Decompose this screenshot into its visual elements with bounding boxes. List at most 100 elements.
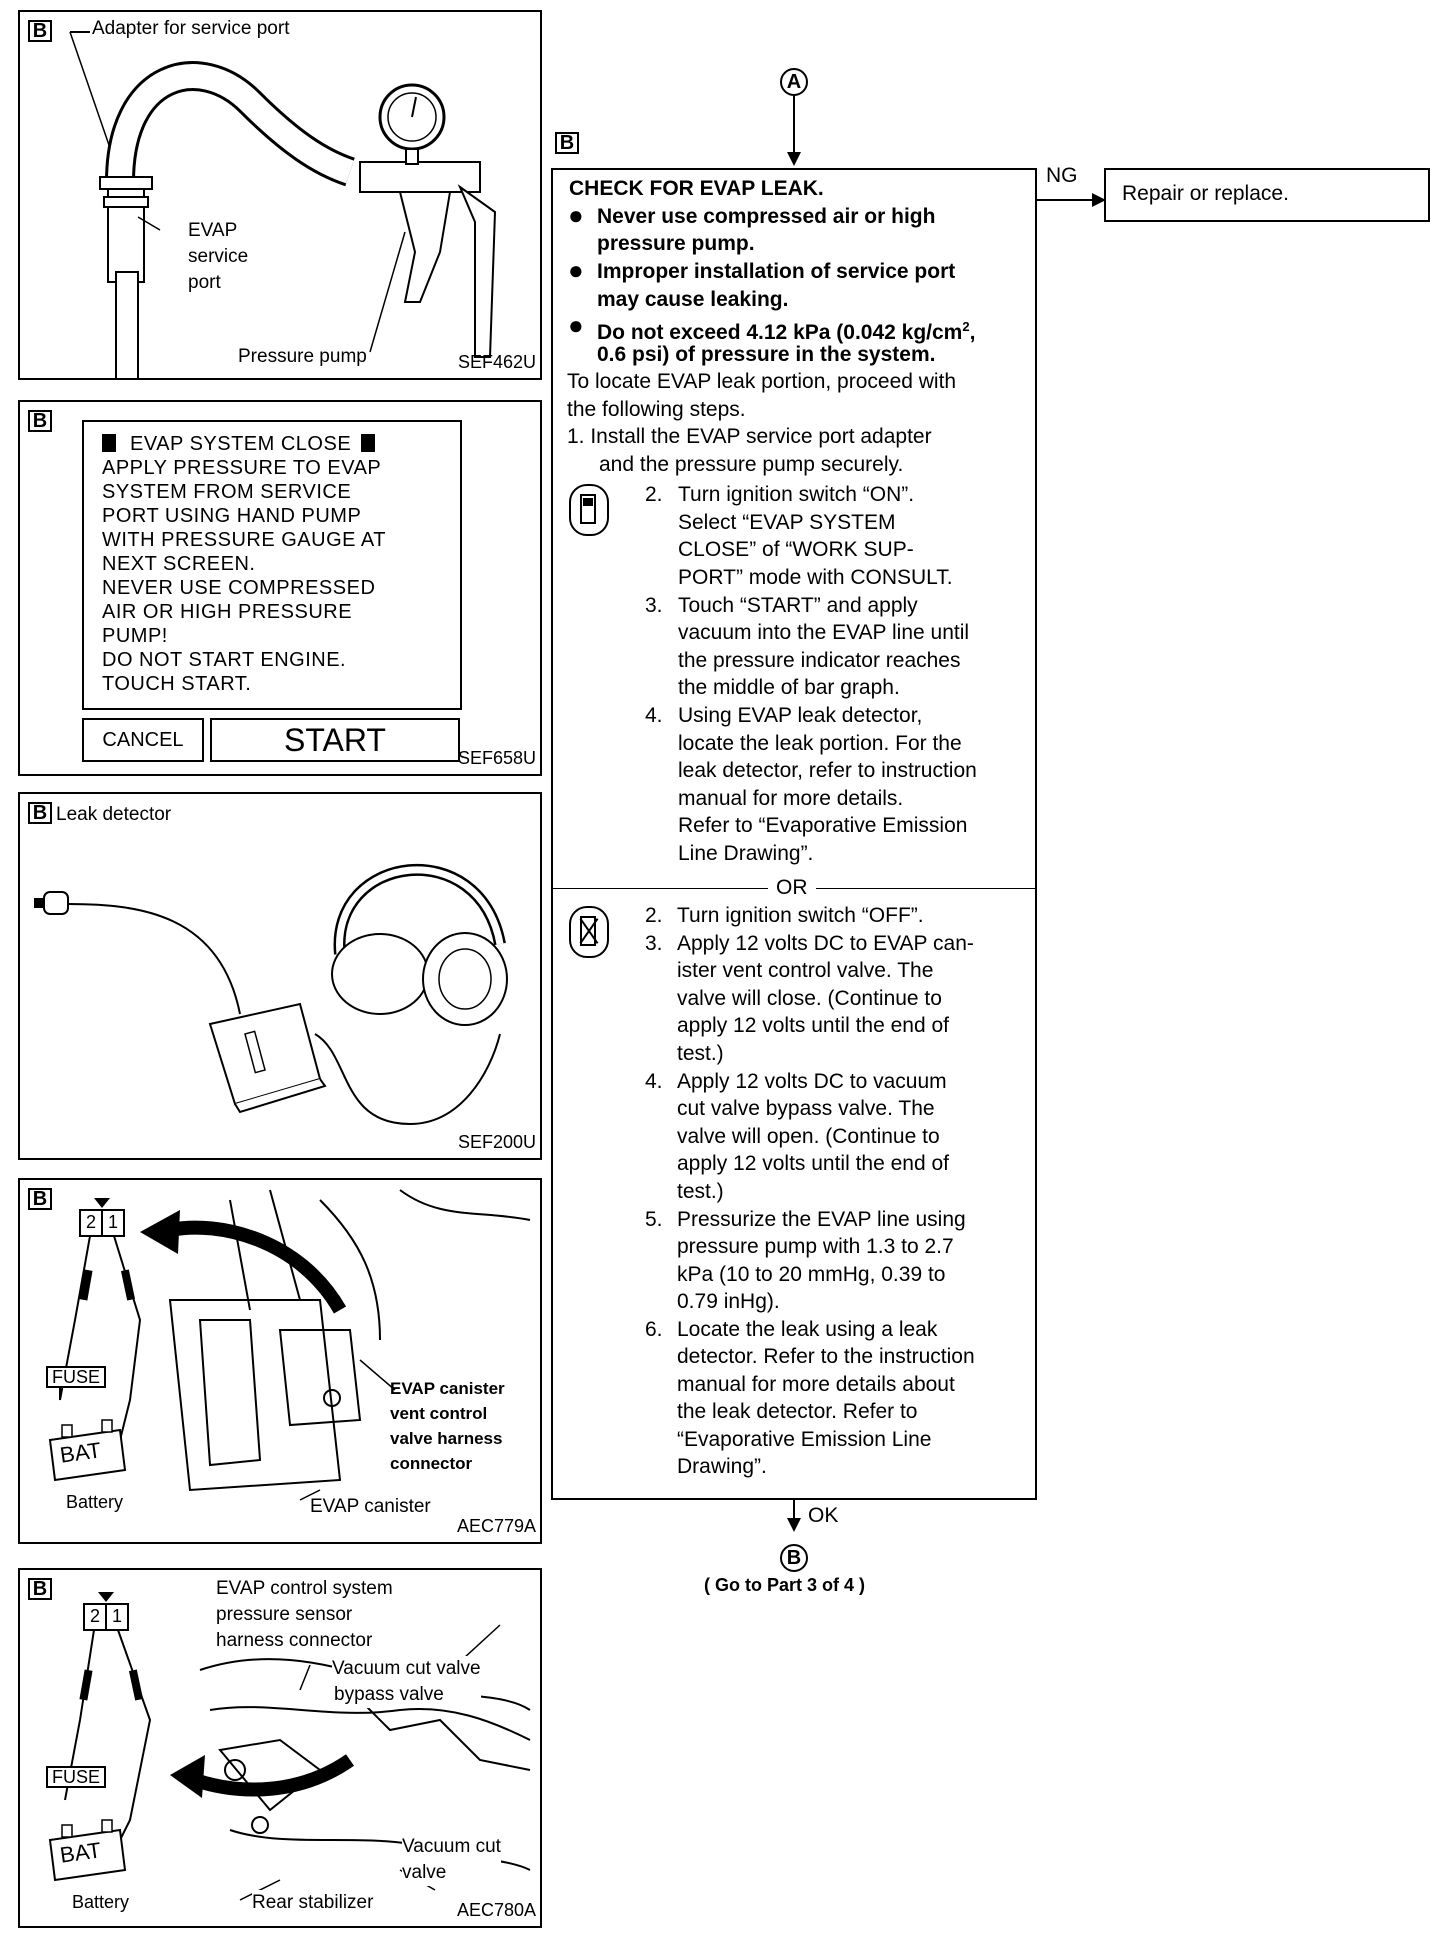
vent-valve-connector-label: EVAP canister vent control valve harness… <box>390 1379 505 1473</box>
step-text: kPa (10 to 20 mmHg, 0.39 to <box>677 1263 946 1286</box>
figure-code: AEC780A <box>456 1900 536 1920</box>
connector-a: A <box>780 68 808 96</box>
repair-box: Repair or replace. <box>1104 168 1430 222</box>
ng-label: NG <box>1046 164 1078 187</box>
step-text: detector. Refer to the instruction <box>677 1345 975 1368</box>
pressure-pump-label: Pressure pump <box>238 346 367 367</box>
step-text: ister vent control valve. The <box>677 959 934 982</box>
consult-screen: EVAP SYSTEM CLOSE APPLY PRESSURE TO EVAP… <box>82 420 462 710</box>
ok-label: OK <box>808 1504 839 1527</box>
step-text: locate the leak portion. For the <box>678 732 962 755</box>
screen-title: EVAP SYSTEM CLOSE <box>102 432 442 456</box>
section-badge: B <box>28 20 52 42</box>
step-text: pressure pump with 1.3 to 2.7 <box>677 1235 954 1258</box>
step-1: 1. Install the EVAP service port adapter <box>567 425 932 448</box>
step-text: Using EVAP leak detector, <box>678 704 923 727</box>
section-badge: B <box>28 410 52 432</box>
section-badge: B <box>28 1578 52 1600</box>
step-text: 0.79 inHg). <box>677 1290 780 1313</box>
leak-detector-illustration <box>34 863 508 1126</box>
step-text: cut valve bypass valve. The <box>677 1097 935 1120</box>
screen-line: APPLY PRESSURE TO EVAP <box>102 457 382 479</box>
step-text: Pressurize the EVAP line using <box>677 1208 966 1231</box>
screen-line: NEXT SCREEN. <box>102 553 256 575</box>
panel-leak-detector: B Leak detector SEF200U <box>18 792 542 1160</box>
check-evap-leak-box <box>551 168 1037 1500</box>
battery-label: Battery <box>66 1492 124 1512</box>
figure-code: SEF462U <box>457 352 536 372</box>
fuse-label: FUSE <box>46 1366 107 1388</box>
no-consult-icon <box>569 906 609 958</box>
vacuum-cut-bypass-label: Vacuum cut valve bypass valve <box>332 1656 481 1708</box>
pin-1-label: 1 <box>108 1212 119 1232</box>
intro-text: the following steps. <box>567 398 746 421</box>
panel-service-port: B Adapter for service port EVAP service … <box>18 10 542 380</box>
step-number: 4. <box>645 1070 663 1093</box>
screen-line: AIR OR HIGH PRESSURE <box>102 601 353 623</box>
repair-text: Repair or replace. <box>1122 182 1289 205</box>
screen-line: NEVER USE COMPRESSED <box>102 577 376 599</box>
step-text: manual for more details. <box>678 787 904 810</box>
step-text: Touch “START” and apply <box>678 594 918 617</box>
screen-line: PORT USING HAND PUMP <box>102 505 362 527</box>
pin-1-label: 1 <box>112 1606 123 1626</box>
cancel-button[interactable]: CANCEL <box>82 718 204 762</box>
step-text: apply 12 volts until the end of <box>677 1152 950 1175</box>
vacuum-cut-valve-label: Vacuum cut valve <box>402 1834 501 1886</box>
step-text: PORT” mode with CONSULT. <box>678 566 953 589</box>
figure-code: SEF200U <box>457 1132 536 1152</box>
service-port-illustration <box>69 31 497 378</box>
pin-2-label: 2 <box>90 1606 101 1626</box>
pin-2-label: 2 <box>86 1212 97 1232</box>
rear-stabilizer-label: Rear stabilizer <box>252 1890 374 1916</box>
warning-text: Do not exceed 4.12 kPa (0.042 kg/cm2, <box>597 319 976 344</box>
step-text: the leak detector. Refer to <box>677 1400 918 1423</box>
warning-text: may cause leaking. <box>597 288 789 311</box>
section-badge: B <box>28 1188 52 1210</box>
battery-label: Battery <box>72 1892 130 1912</box>
step-text: test.) <box>677 1180 724 1203</box>
step-text: manual for more details about <box>677 1373 955 1396</box>
warning-text: Never use compressed air or high <box>597 205 936 228</box>
screen-line: DO NOT START ENGINE. <box>102 649 347 671</box>
adapter-label: Adapter for service port <box>92 18 290 39</box>
flow-section-badge: B <box>555 132 579 154</box>
step-text: Apply 12 volts DC to EVAP can- <box>677 932 974 955</box>
panel-consult-screen: B EVAP SYSTEM CLOSE APPLY PRESSURE TO EV… <box>18 400 542 776</box>
screen-line: TOUCH START. <box>102 673 252 695</box>
step-text: the middle of bar graph. <box>678 676 900 699</box>
consult-icon <box>569 484 609 536</box>
or-label: OR <box>768 874 816 902</box>
pressure-sensor-connector-label: EVAP control system pressure sensor harn… <box>216 1578 393 1651</box>
step-text: vacuum into the EVAP line until <box>678 621 970 644</box>
step-text: the pressure indicator reaches <box>678 649 961 672</box>
intro-text: To locate EVAP leak portion, proceed wit… <box>567 370 957 393</box>
canister-vent-valve-illustration <box>48 1189 531 1501</box>
step-text: Select “EVAP SYSTEM <box>678 511 896 534</box>
step-text: valve will open. (Continue to <box>677 1125 940 1148</box>
step-number: 3. <box>645 594 663 617</box>
step-number: 4. <box>645 704 663 727</box>
fuse-label: FUSE <box>46 1766 107 1788</box>
step-1: and the pressure pump securely. <box>599 453 904 476</box>
step-number: 6. <box>645 1318 663 1341</box>
evap-canister-label: EVAP canister <box>310 1496 431 1517</box>
panel-vacuum-cut-valve: B 2 1 FUSE BAT Battery EVAP control syst… <box>18 1568 542 1928</box>
vacuum-cut-valve-illustration <box>48 1592 531 1901</box>
warning-text: Improper installation of service port <box>597 260 956 283</box>
connector-b: B <box>780 1544 808 1572</box>
step-number: 2. <box>645 904 663 927</box>
start-button[interactable]: START <box>210 718 460 762</box>
step-text: Turn ignition switch “ON”. <box>678 483 915 506</box>
step-text: Locate the leak using a leak <box>677 1318 938 1341</box>
step-text: Line Drawing”. <box>678 842 814 865</box>
leak-detector-label: Leak detector <box>56 804 172 825</box>
step-text: Apply 12 volts DC to vacuum <box>677 1070 947 1093</box>
figure-code: AEC779A <box>456 1516 536 1536</box>
step-text: Drawing”. <box>677 1455 767 1478</box>
step-number: 2. <box>645 483 663 506</box>
screen-line: WITH PRESSURE GAUGE AT <box>102 529 386 551</box>
figure-code: SEF658U <box>457 748 536 768</box>
goto-part-text: ( Go to Part 3 of 4 ) <box>704 1575 866 1595</box>
step-text: Turn ignition switch “OFF”. <box>677 904 924 927</box>
